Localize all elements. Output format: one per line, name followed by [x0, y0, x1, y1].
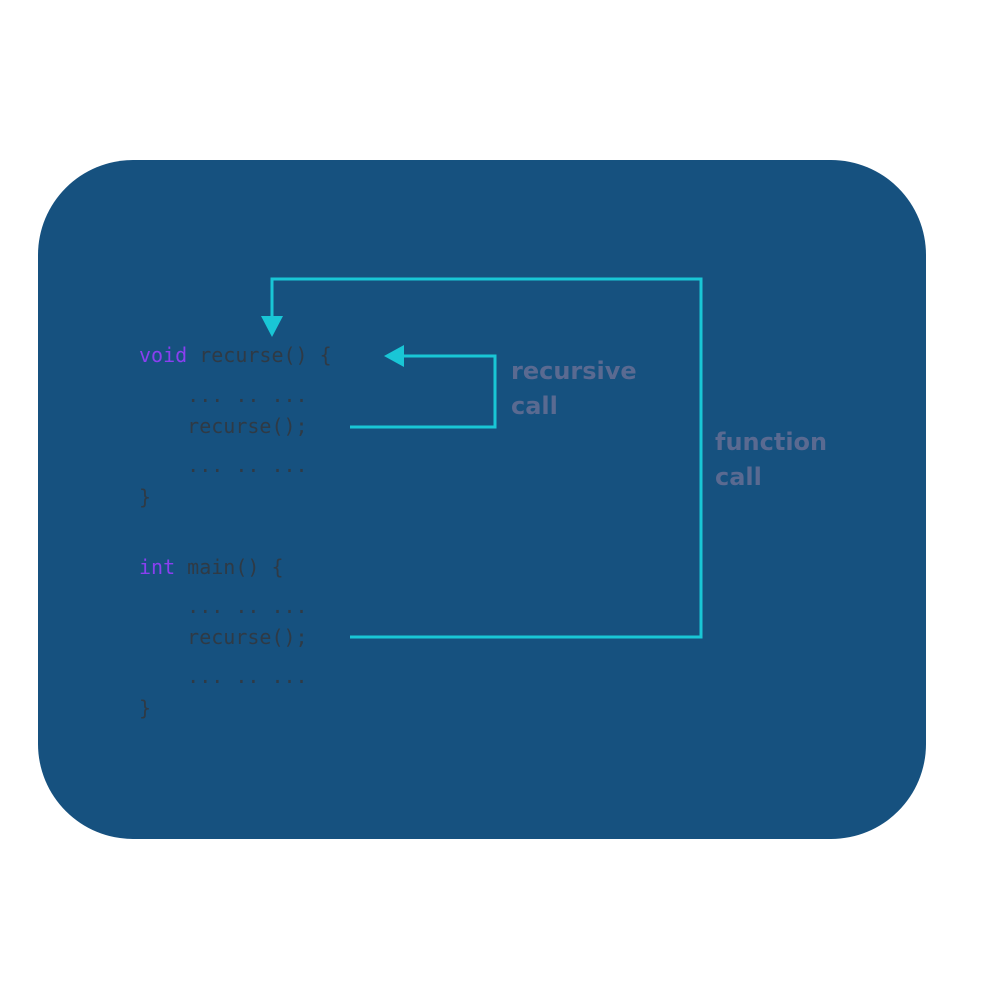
code-text: recurse(); — [139, 625, 308, 649]
function-call-label: function call — [715, 428, 828, 491]
function-call-arrow — [270, 277, 703, 639]
code-text: recurse() { — [187, 343, 332, 367]
code-line-close-brace: } — [139, 696, 151, 720]
code-line-ellipsis: ... .. ... — [139, 383, 308, 407]
recursive-call-arrowhead — [384, 345, 404, 367]
code-line-int-main: int main() { — [139, 555, 284, 579]
code-text: ... .. ... — [139, 383, 308, 407]
code-text: ... .. ... — [139, 664, 308, 688]
keyword-int: int — [139, 555, 176, 579]
diagram-panel — [38, 160, 926, 839]
code-line-ellipsis: ... .. ... — [139, 664, 308, 688]
code-line-ellipsis: ... .. ... — [139, 453, 308, 477]
code-text: } — [139, 696, 152, 720]
code-text: main() { — [175, 555, 284, 579]
code-line-void-recurse: void recurse() { — [139, 343, 332, 367]
code-text: ... .. ... — [139, 453, 308, 477]
keyword-void: void — [139, 343, 188, 367]
recursive-call-arrow — [350, 354, 497, 429]
code-text: } — [139, 485, 152, 509]
code-text: recurse(); — [139, 414, 308, 438]
code-text: ... .. ... — [139, 594, 308, 618]
function-call-arrowhead — [261, 316, 283, 337]
code-line-recursive-call: recurse(); — [139, 414, 308, 438]
code-line-ellipsis: ... .. ... — [139, 594, 308, 618]
recursive-call-label: recursive call — [511, 357, 637, 420]
code-line-function-call: recurse(); — [139, 625, 308, 649]
code-line-close-brace: } — [139, 485, 151, 509]
